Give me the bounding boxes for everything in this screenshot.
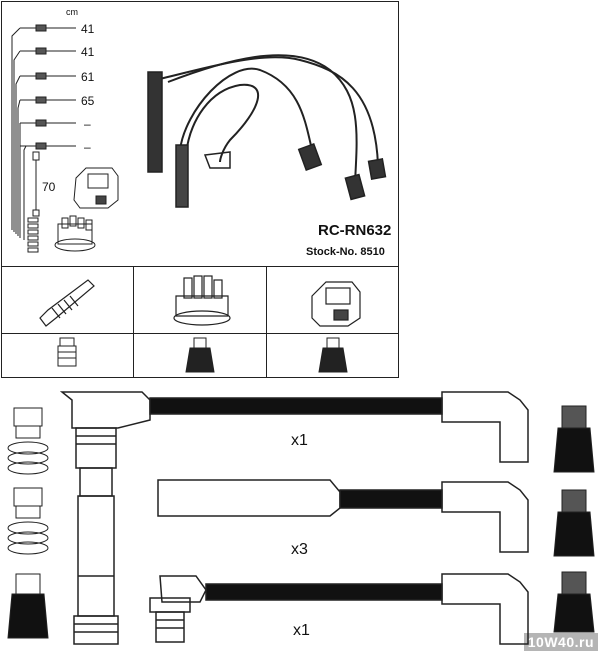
connector-boot-icon-1 — [185, 337, 215, 373]
length-7: 70 — [42, 180, 56, 194]
lead-set-drawing — [154, 54, 379, 183]
length-1: 41 — [81, 22, 95, 36]
ribbed-boot-mid — [7, 487, 49, 555]
black-boot-right-mid — [553, 489, 595, 557]
table-divider-1 — [133, 266, 134, 378]
spark-plug-lead-straight — [157, 479, 529, 553]
component-table — [1, 266, 399, 378]
table-divider-2 — [266, 266, 267, 378]
ignition-coil-icon — [73, 167, 119, 209]
distributor-cap-icon — [54, 215, 96, 252]
spark-plug-icon — [39, 279, 95, 327]
length-2: 41 — [81, 45, 95, 59]
black-boot-right-top — [553, 405, 595, 473]
spark-plug-lead-long — [59, 391, 529, 645]
connector-boot-icon-2 — [318, 337, 348, 373]
stock-number: Stock-No. 8510 — [306, 246, 385, 258]
qty-top: x1 — [291, 432, 308, 449]
black-boot-left — [7, 573, 49, 639]
unit-label: cm — [66, 7, 78, 17]
spark-plug-lead-angled — [149, 573, 529, 645]
table-divider-row — [1, 333, 399, 334]
qty-bottom: x1 — [293, 622, 310, 639]
ignition-coil-large-icon — [311, 281, 361, 327]
ribbed-boot-top — [7, 407, 49, 475]
length-4: 65 — [81, 94, 95, 108]
qty-mid: x3 — [291, 541, 308, 558]
length-3: 61 — [81, 70, 95, 84]
black-boot-right-bottom — [553, 571, 595, 633]
length-6: – — [84, 140, 91, 154]
length-5: – — [84, 117, 91, 131]
legend-wire-lines — [11, 24, 76, 253]
set-title: RC-RN632 — [318, 222, 392, 239]
watermark: 10W40.ru — [523, 633, 598, 651]
spark-plug-boot-drawing — [147, 71, 387, 208]
distributor-cap-large-icon — [173, 275, 231, 326]
connector-plug-icon — [57, 337, 77, 367]
